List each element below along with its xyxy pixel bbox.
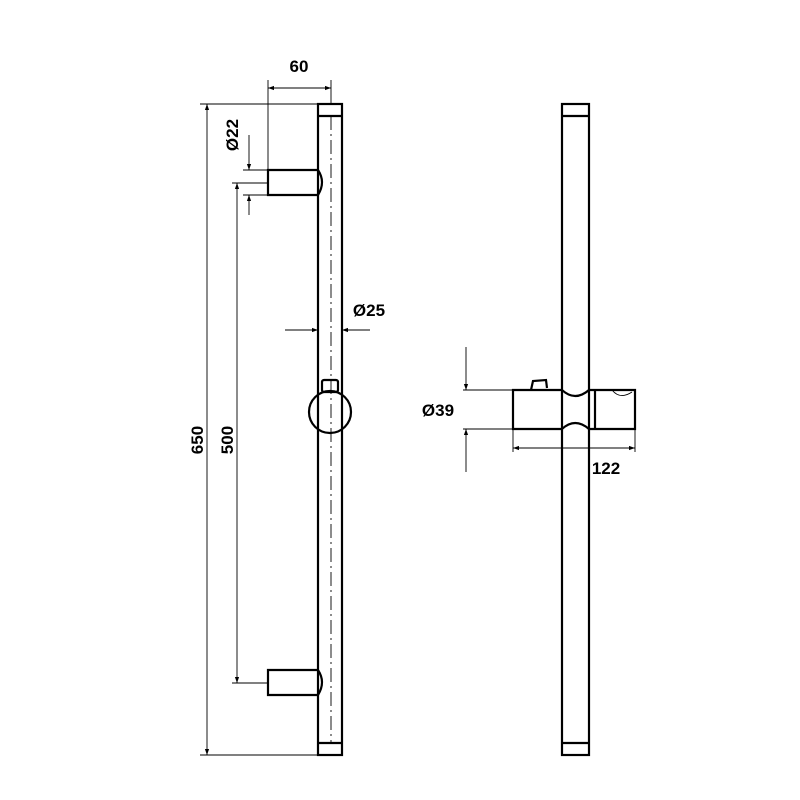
slider-holder [611, 389, 633, 396]
upper-bracket [266, 168, 324, 197]
lower-bracket [266, 668, 324, 697]
rail-front [316, 102, 344, 757]
dim-122: 122 [512, 429, 636, 478]
dim-39: Ø39 [422, 347, 513, 472]
slider-button [529, 378, 549, 391]
dim-650: 650 [188, 103, 318, 756]
side-view [511, 102, 637, 757]
dim-22: Ø22 [223, 119, 268, 215]
dim-22-label: Ø22 [223, 119, 242, 151]
rail-side [560, 102, 591, 757]
dim-60-label: 60 [290, 57, 309, 76]
slider-front [307, 389, 353, 435]
dim-500-label: 500 [218, 426, 237, 454]
dim-39-label: Ø39 [422, 401, 454, 420]
dim-25: Ø25 [285, 301, 385, 333]
front-view [266, 102, 353, 757]
dim-25-label: Ø25 [353, 301, 385, 320]
dim-60: 60 [267, 57, 332, 170]
slider-side [511, 388, 637, 431]
dim-650-label: 650 [188, 426, 207, 454]
dim-500: 500 [218, 182, 268, 684]
dim-122-label: 122 [592, 459, 620, 478]
